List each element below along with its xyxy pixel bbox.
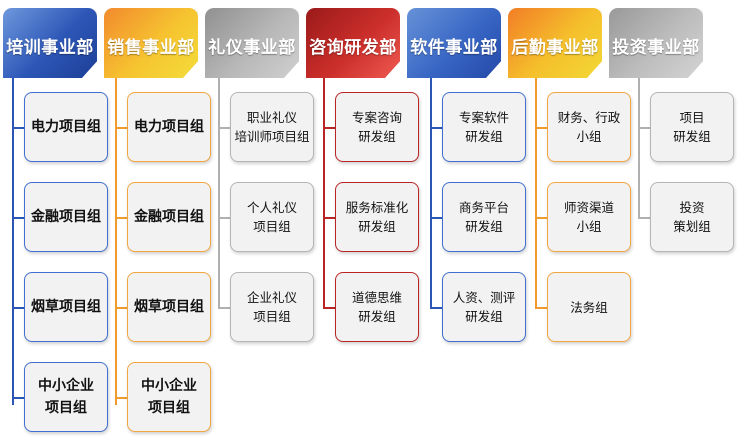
connector-line (218, 217, 230, 219)
connector-line (12, 397, 24, 399)
connector-line (12, 78, 14, 405)
group-label: 金融项目组 (31, 209, 101, 225)
group-label: 中小企业 项目组 (38, 378, 94, 416)
group-box: 师资渠道 小组 (547, 182, 631, 252)
connector-line (430, 217, 442, 219)
group-label: 专案软件 研发组 (458, 110, 509, 144)
group-label: 个人礼仪 项目组 (246, 200, 297, 234)
dept-header-training: 培训事业部 (3, 8, 97, 78)
dept-header-consulting: 咨询研发部 (306, 8, 400, 78)
group-box: 财务、行政 小组 (547, 92, 631, 162)
group-label: 中小企业 项目组 (141, 378, 197, 416)
connector-line (535, 127, 547, 129)
group-label: 人资、测评 研发组 (452, 290, 516, 324)
group-box: 项目 研发组 (650, 92, 734, 162)
group-box: 中小企业 项目组 (24, 362, 108, 432)
connector-line (12, 127, 24, 129)
group-box: 金融项目组 (127, 182, 211, 252)
group-label: 烟草项目组 (134, 299, 204, 315)
connector-line (323, 127, 335, 129)
group-label: 道德思维 研发组 (351, 290, 402, 324)
dept-header-etiquette: 礼仪事业部 (205, 8, 299, 78)
group-label: 师资渠道 小组 (563, 200, 614, 234)
connector-line (115, 397, 127, 399)
connector-line (535, 78, 537, 307)
group-box: 中小企业 项目组 (127, 362, 211, 432)
group-label: 职业礼仪 培训师项目组 (234, 110, 310, 144)
group-label: 企业礼仪 项目组 (246, 290, 297, 324)
connector-line (430, 307, 442, 309)
group-box: 法务组 (547, 272, 631, 342)
group-box: 企业礼仪 项目组 (230, 272, 314, 342)
group-box: 烟草项目组 (127, 272, 211, 342)
connector-line (535, 217, 547, 219)
connector-line (12, 307, 24, 309)
group-box: 服务标准化 研发组 (335, 182, 419, 252)
group-label: 财务、行政 小组 (557, 110, 621, 144)
group-box: 专案咨询 研发组 (335, 92, 419, 162)
connector-line (323, 307, 335, 309)
connector-line (12, 217, 24, 219)
group-box: 人资、测评 研发组 (442, 272, 526, 342)
group-label: 金融项目组 (134, 209, 204, 225)
connector-line (115, 78, 117, 405)
group-label: 专案咨询 研发组 (351, 110, 402, 144)
group-box: 烟草项目组 (24, 272, 108, 342)
dept-header-investment: 投资事业部 (609, 8, 703, 78)
connector-line (218, 78, 220, 307)
group-label: 烟草项目组 (31, 299, 101, 315)
connector-line (323, 217, 335, 219)
connector-line (115, 307, 127, 309)
connector-line (218, 127, 230, 129)
group-label: 项目 研发组 (673, 110, 711, 144)
group-box: 投资 策划组 (650, 182, 734, 252)
connector-line (638, 78, 640, 217)
group-box: 个人礼仪 项目组 (230, 182, 314, 252)
connector-line (218, 307, 230, 309)
dept-header-software: 软件事业部 (407, 8, 501, 78)
group-box: 电力项目组 (24, 92, 108, 162)
connector-line (323, 78, 325, 307)
group-label: 法务组 (570, 299, 608, 315)
connector-line (638, 127, 650, 129)
group-box: 商务平台 研发组 (442, 182, 526, 252)
group-box: 专案软件 研发组 (442, 92, 526, 162)
dept-header-sales: 销售事业部 (104, 8, 198, 78)
connector-line (638, 217, 650, 219)
group-box: 职业礼仪 培训师项目组 (230, 92, 314, 162)
group-box: 电力项目组 (127, 92, 211, 162)
dept-header-logistics: 后勤事业部 (508, 8, 602, 78)
group-label: 电力项目组 (31, 119, 101, 135)
connector-line (115, 217, 127, 219)
connector-line (115, 127, 127, 129)
group-label: 商务平台 研发组 (458, 200, 509, 234)
connector-line (430, 78, 432, 307)
group-box: 金融项目组 (24, 182, 108, 252)
group-box: 道德思维 研发组 (335, 272, 419, 342)
group-label: 投资 策划组 (673, 200, 711, 234)
connector-line (430, 127, 442, 129)
group-label: 服务标准化 研发组 (345, 200, 409, 234)
connector-line (535, 307, 547, 309)
group-label: 电力项目组 (134, 119, 204, 135)
